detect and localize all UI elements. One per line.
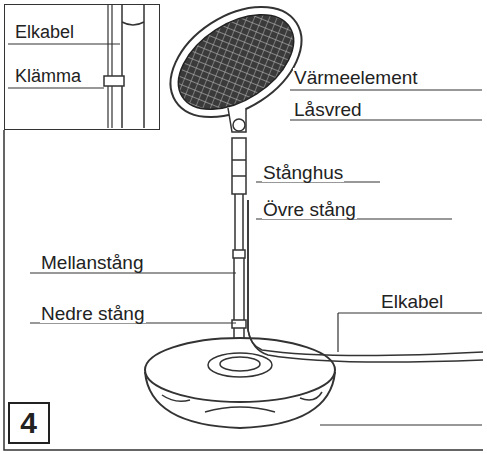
part-label: Elkabel	[380, 292, 444, 311]
power-cable	[248, 200, 483, 356]
inset-leader	[8, 87, 104, 88]
part-label: Övre stång	[262, 200, 357, 219]
part-label: Mellanstång	[40, 253, 144, 272]
detail-inset: ElkabelKlämma	[4, 4, 160, 130]
inset-label: Elkabel	[15, 23, 74, 41]
lock-knob	[233, 119, 245, 131]
base	[145, 338, 335, 402]
part-label: Låsvred	[293, 100, 363, 119]
callout-number: 4	[20, 408, 37, 438]
figure-number-box: 4	[8, 402, 50, 444]
inset-label: Klämma	[15, 67, 81, 85]
inset-leader	[8, 43, 120, 44]
inset-pole	[122, 4, 144, 128]
part-label: Värmeelement	[293, 68, 419, 87]
part-label: Stånghus	[262, 163, 344, 182]
frame-line	[4, 130, 483, 450]
pole-housing	[232, 138, 246, 194]
leader-lines	[30, 90, 482, 425]
part-label: Nedre stång	[40, 304, 146, 323]
inset-clamp	[104, 76, 124, 86]
inset-cable	[108, 4, 112, 128]
